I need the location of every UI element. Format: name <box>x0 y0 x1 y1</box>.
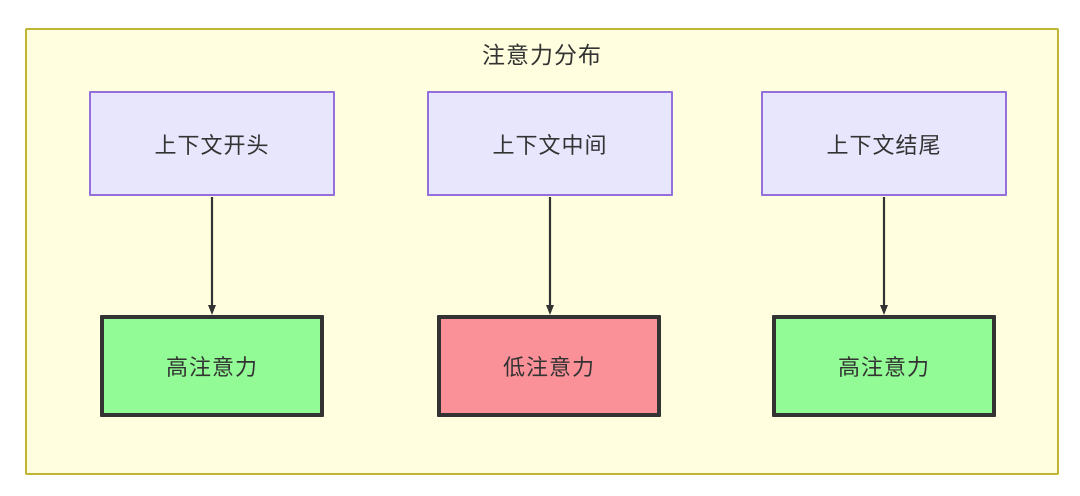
node-context-start[interactable]: 上下文开头 <box>89 91 335 196</box>
node-context-middle-label: 上下文中间 <box>492 132 608 158</box>
node-attention-low-middle[interactable]: 低注意力 <box>437 315 661 417</box>
node-attention-high-end-label: 高注意力 <box>837 355 930 380</box>
node-attention-high-end[interactable]: 高注意力 <box>772 315 996 417</box>
node-attention-low-middle-label: 低注意力 <box>502 355 595 380</box>
node-attention-high-start-label: 高注意力 <box>165 355 258 380</box>
node-attention-high-start[interactable]: 高注意力 <box>100 315 324 417</box>
node-context-end[interactable]: 上下文结尾 <box>761 91 1007 196</box>
subgraph-title: 注意力分布 <box>482 42 602 68</box>
node-context-middle[interactable]: 上下文中间 <box>427 91 673 196</box>
node-context-start-label: 上下文开头 <box>154 132 270 158</box>
node-context-end-label: 上下文结尾 <box>826 132 942 158</box>
